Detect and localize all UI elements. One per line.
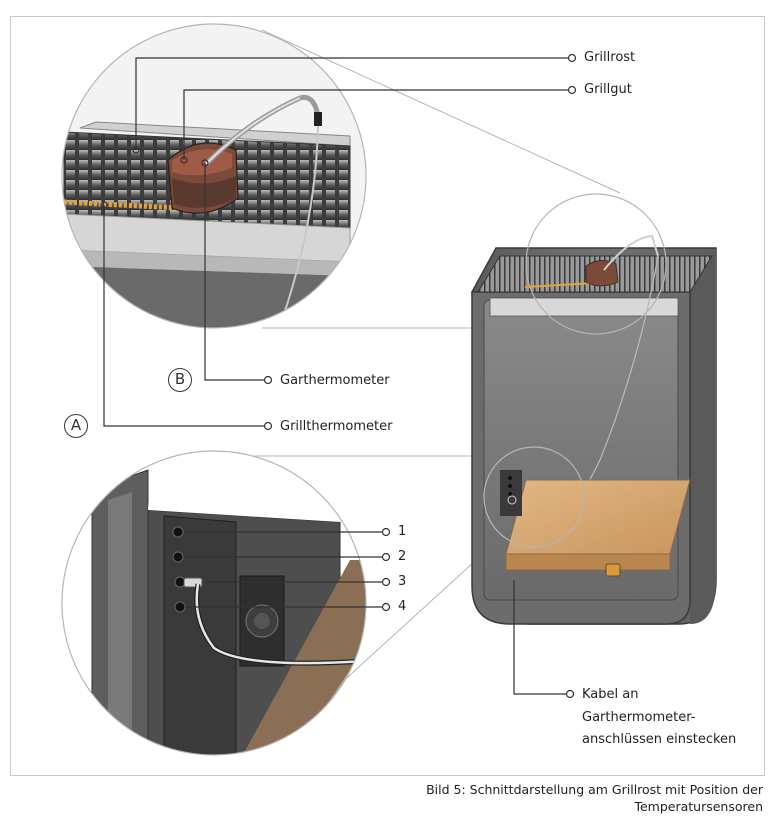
magnifier-ports (61, 450, 367, 756)
label-kabel-line3: anschlüssen einstecken (582, 732, 737, 747)
leader-kabel (513, 580, 566, 695)
label-kabel-line2: Garthermometer- (582, 710, 696, 725)
leader-garthermometer (204, 163, 264, 381)
label-kabel-line1: Kabel an (582, 687, 639, 702)
figure-caption: Bild 5: Schnittdarstellung am Grillrost … (426, 781, 763, 815)
callout-a: A (64, 414, 88, 438)
caption-line-2: Temperatursensoren (634, 799, 763, 814)
label-grillrost: Grillrost (584, 50, 636, 65)
leader-grillthermometer (103, 205, 264, 427)
label-port-2: 2 (398, 549, 407, 564)
label-port-4: 4 (398, 599, 407, 614)
zoom-connector-top-upper (261, 29, 621, 194)
label-grillthermometer: Grillthermometer (280, 419, 393, 434)
figure-frame (10, 16, 765, 776)
leader-grillgut (183, 89, 568, 160)
label-port-3: 3 (398, 574, 407, 589)
callout-b: B (168, 368, 192, 392)
label-grillgut: Grillgut (584, 82, 632, 97)
leader-lines (103, 53, 577, 699)
leader-grillrost (135, 57, 568, 150)
label-port-1: 1 (398, 524, 407, 539)
caption-line-1: Bild 5: Schnittdarstellung am Grillrost … (426, 782, 763, 797)
magnifier-grill (61, 23, 367, 329)
grill-device (471, 193, 717, 625)
label-garthermometer: Garthermometer (280, 373, 390, 388)
